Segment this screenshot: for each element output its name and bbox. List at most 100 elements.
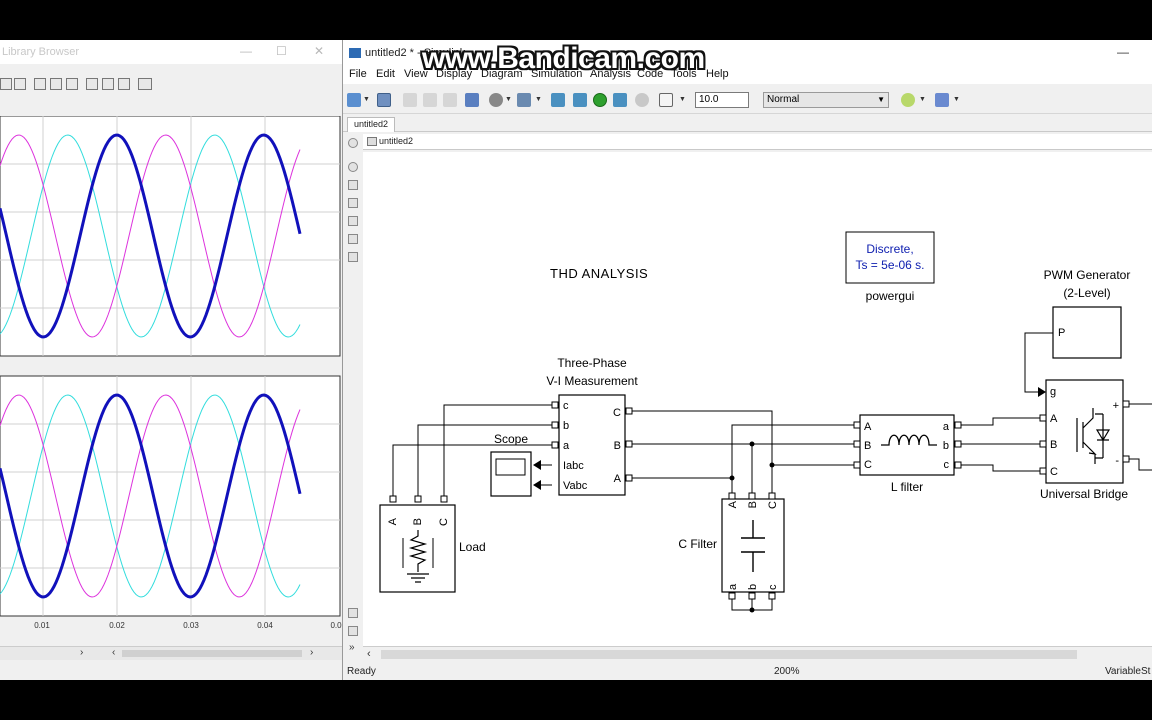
line-lf-c-ub[interactable] (960, 464, 1042, 472)
canvas-scroll-thumb[interactable] (381, 650, 1077, 659)
chevron-down-icon[interactable]: ▼ (363, 96, 370, 103)
close-icon[interactable]: ✕ (314, 44, 325, 58)
back-icon[interactable] (403, 93, 417, 107)
breadcrumb-model[interactable]: untitled2 (379, 136, 414, 146)
line-load-a[interactable] (392, 444, 552, 496)
lock-icon[interactable] (102, 78, 114, 90)
l-filter-block[interactable]: A B C a b c L filter (859, 414, 955, 494)
save-icon[interactable] (377, 93, 391, 107)
hide-explorer-icon[interactable] (348, 138, 358, 148)
scroll-left-arrow-icon[interactable]: ‹ (367, 648, 371, 660)
ub-port-minus: - (1115, 455, 1119, 467)
grid-icon[interactable] (517, 93, 531, 107)
menu-edit[interactable]: Edit (376, 68, 395, 80)
simulation-mode-select[interactable]: Normal ▼ (763, 92, 889, 108)
line-pwm-g[interactable] (1024, 332, 1053, 393)
c-filter-label: C Filter (678, 537, 717, 551)
universal-bridge-block[interactable]: g A B C + - Universal Bridge (1040, 379, 1128, 501)
phase-b-wave (0, 134, 301, 338)
powergui-block[interactable]: Discrete, Ts = 5e-06 s. powergui (845, 231, 935, 303)
library-browser-icon[interactable] (465, 93, 479, 107)
lf-port-c: c (944, 459, 950, 471)
cf-port-c: c (767, 584, 779, 590)
new-model-icon[interactable] (347, 93, 361, 107)
line-ub-out[interactable] (1129, 403, 1152, 471)
menu-analysis[interactable]: Analysis (590, 68, 631, 80)
minimize-icon[interactable]: — (1117, 45, 1129, 59)
canvas-horizontal-scrollbar[interactable]: ‹ (363, 646, 1152, 662)
image-icon[interactable] (348, 234, 358, 244)
menu-file[interactable]: File (349, 68, 367, 80)
zoom-x-icon[interactable] (34, 78, 46, 90)
scope-horizontal-scrollbar[interactable]: › ‹ › (0, 646, 342, 660)
arrowheads (533, 387, 1046, 490)
data-inspector-icon[interactable] (659, 93, 673, 107)
build-icon[interactable] (935, 93, 949, 107)
save-axes-icon[interactable] (86, 78, 98, 90)
chevron-down-icon[interactable]: ▼ (953, 96, 960, 103)
scope-titlebar: Library Browser — ☐ ✕ (0, 40, 342, 64)
area-icon[interactable] (348, 252, 358, 262)
scope-label: Scope (494, 432, 528, 446)
line-load-b[interactable] (417, 424, 552, 496)
step-back-one-icon[interactable] (573, 93, 587, 107)
line-load-c[interactable] (443, 404, 552, 496)
model-browser-icon[interactable] (348, 626, 358, 636)
zoom-icon[interactable] (0, 78, 12, 90)
tab-untitled2[interactable]: untitled2 (347, 117, 396, 132)
scope-block[interactable]: Scope (490, 432, 532, 497)
chevron-down-icon[interactable]: ▼ (679, 96, 686, 103)
fit-to-view-icon[interactable] (348, 180, 358, 190)
load-block[interactable]: A B C Load (379, 504, 486, 593)
minimize-icon[interactable]: — (240, 44, 252, 58)
scroll-right-arrow-icon[interactable]: › (310, 647, 314, 658)
parameters-icon[interactable] (138, 78, 152, 90)
menu-view[interactable]: View (404, 68, 428, 80)
restore-icon[interactable] (118, 78, 130, 90)
scope-scroll-thumb[interactable] (122, 650, 302, 657)
line-scope-in[interactable] (535, 464, 552, 486)
expand-icon[interactable]: » (349, 642, 355, 653)
vi-measurement-block[interactable]: Three-Phase V-I Measurement c b a Iabc V… (546, 356, 638, 496)
forward-icon[interactable] (423, 93, 437, 107)
universal-bridge-label: Universal Bridge (1040, 487, 1128, 501)
screenshot-icon[interactable] (348, 608, 358, 618)
pwm-generator-block[interactable]: PWM Generator (2-Level) P (1044, 268, 1131, 359)
up-icon[interactable] (443, 93, 457, 107)
stop-time-field[interactable]: 10.0 (695, 92, 749, 108)
c-filter-block[interactable]: C Filter A B C a b c (678, 498, 785, 593)
scroll-right-arrow-icon[interactable]: › (80, 647, 84, 658)
menu-diagram[interactable]: Diagram (481, 68, 523, 80)
menu-tools[interactable]: Tools (671, 68, 697, 80)
settings-gear-icon[interactable] (489, 93, 503, 107)
line-to-lf-a[interactable] (731, 424, 854, 478)
scroll-left-arrow-icon[interactable]: ‹ (112, 647, 116, 658)
bandicam-watermark: www.Bandicam.com (422, 42, 705, 75)
menu-simulation[interactable]: Simulation (531, 68, 583, 80)
menu-help[interactable]: Help (706, 68, 729, 80)
zoom-icon[interactable] (348, 162, 358, 172)
step-forward-icon[interactable] (613, 93, 627, 107)
menu-code[interactable]: Code (637, 68, 664, 80)
model-advisor-icon[interactable] (901, 93, 915, 107)
chevron-down-icon[interactable]: ▼ (919, 96, 926, 103)
step-back-icon[interactable] (551, 93, 565, 107)
line-vi-a[interactable] (625, 477, 733, 495)
zoom-y-icon[interactable] (50, 78, 62, 90)
line-vi-b[interactable] (625, 443, 753, 495)
autoscale-icon[interactable] (66, 78, 78, 90)
maximize-icon[interactable]: ☐ (276, 44, 287, 58)
model-canvas[interactable]: THD ANALYSIS Discrete, Ts = 5e-06 s. pow… (363, 152, 1152, 646)
annotation-icon[interactable] (348, 216, 358, 226)
pan-icon[interactable] (14, 78, 26, 90)
stop-icon[interactable] (635, 93, 649, 107)
thd-analysis-annotation[interactable]: THD ANALYSIS (550, 266, 648, 281)
scope-axes-bottom (0, 375, 341, 617)
line-vi-c[interactable] (625, 410, 773, 495)
arrow-icon[interactable] (348, 198, 358, 208)
menu-display[interactable]: Display (436, 68, 473, 80)
run-icon[interactable] (593, 93, 607, 107)
line-lf-a-ub[interactable] (960, 417, 1042, 426)
chevron-down-icon[interactable]: ▼ (535, 96, 542, 103)
chevron-down-icon[interactable]: ▼ (505, 96, 512, 103)
